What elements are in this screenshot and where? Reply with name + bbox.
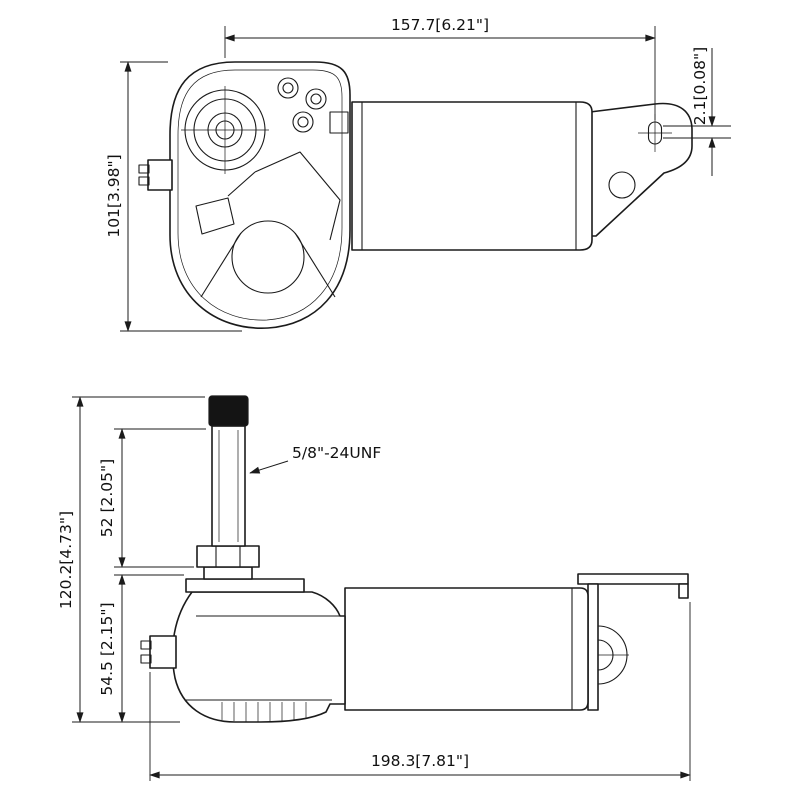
terminal-connector-side	[140, 635, 177, 669]
end-bearing-boss	[597, 625, 629, 685]
bracket-plate	[587, 583, 599, 711]
dimension-text: 120.2[4.73"]	[57, 511, 75, 609]
bracket-hole	[608, 171, 636, 199]
terminal-body	[147, 159, 173, 191]
motor-tube	[351, 101, 593, 251]
rib-polyline	[254, 151, 341, 241]
shaft-base-plate	[185, 578, 305, 593]
terminal-pin	[138, 176, 150, 186]
mounting-slot	[638, 114, 672, 152]
dimension-text: 2.1[0.08"]	[691, 47, 709, 125]
dim-overall-length: 198.3[7.81"]	[149, 602, 691, 781]
shaft-washer	[203, 566, 253, 580]
rib-line	[200, 232, 242, 298]
screw-boss	[277, 77, 299, 99]
dimension-text: 157.7[6.21"]	[391, 16, 489, 34]
dimension-text: 101[3.98"]	[105, 154, 123, 237]
terminal-pin	[140, 640, 152, 650]
motor-body-top	[351, 101, 593, 251]
dim-shaft-length: 52 [2.05"]	[98, 428, 206, 568]
lower-bearing-circle	[231, 220, 305, 294]
rib-line	[227, 171, 256, 197]
top-view: 157.7[6.21"] 2.1[0.08"] 101[3.98"]	[105, 16, 731, 332]
gearbox-housing-top	[138, 61, 351, 329]
screw-boss-hole	[310, 93, 322, 105]
dim-overall-height: 120.2[4.73"]	[57, 396, 205, 723]
screw-boss-hole	[282, 82, 294, 94]
housing-inner-wall	[177, 69, 343, 321]
bracket-flange	[577, 573, 689, 585]
housing-outline	[169, 61, 351, 329]
dim-overall-width: 157.7[6.21"]	[224, 16, 656, 120]
gearbox-side	[140, 591, 346, 723]
housing-tab	[329, 111, 349, 134]
dimension-text: 52 [2.05"]	[98, 459, 116, 537]
terminal-pin	[140, 654, 152, 664]
shaft-hex-nut	[196, 545, 260, 568]
screw-boss	[292, 111, 314, 133]
terminal-pin	[138, 164, 150, 174]
leader-line	[249, 460, 289, 474]
shaft-cap-nut	[208, 395, 249, 427]
housing-lower-bearing	[195, 151, 341, 298]
terminal-connector-top	[138, 159, 173, 191]
gearbox-base-ribs	[221, 702, 307, 722]
screw-boss	[305, 88, 327, 110]
thread-callout: 5/8"-24UNF	[249, 444, 381, 474]
bracket-plate	[589, 102, 693, 237]
screw-bosses	[277, 77, 327, 133]
rib-line	[294, 232, 336, 298]
bracket-lip	[678, 583, 689, 599]
output-shaft-bore	[181, 86, 269, 174]
dimension-text: 198.3[7.81"]	[371, 752, 469, 770]
side-view: 5/8"-24UNF 52 [2.05"] 54.5 [2.15"] 120.2…	[57, 395, 691, 781]
rib-pad	[195, 197, 235, 235]
threaded-shaft	[211, 425, 246, 547]
dim-slot-offset: 2.1[0.08"]	[663, 47, 731, 176]
output-shaft-side	[185, 395, 305, 593]
mounting-bracket-top	[589, 102, 693, 237]
dim-housing-height: 101[3.98"]	[105, 61, 242, 332]
terminal-body	[149, 635, 177, 669]
screw-boss-hole	[297, 116, 309, 128]
gearbox-outline	[171, 591, 346, 723]
dim-body-height: 54.5 [2.15"]	[98, 574, 184, 723]
motor-tube	[344, 587, 589, 711]
motor-body-side	[344, 587, 629, 711]
thread-label: 5/8"-24UNF	[292, 444, 381, 462]
dimension-text: 54.5 [2.15"]	[98, 602, 116, 695]
